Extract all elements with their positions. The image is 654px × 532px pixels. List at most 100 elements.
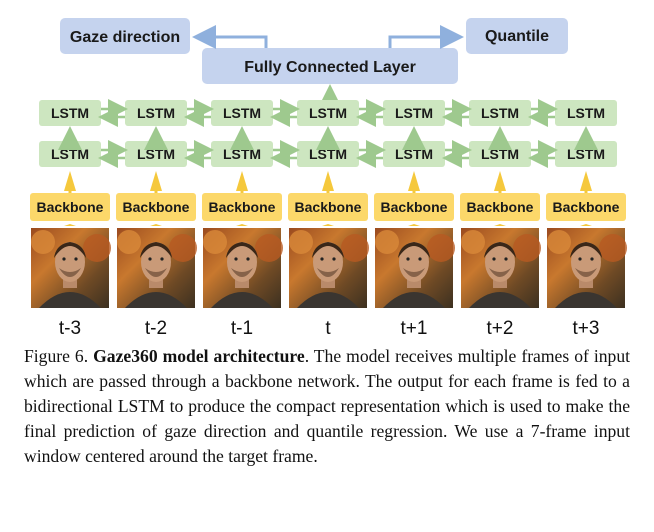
- frame-eye: [332, 257, 336, 261]
- frame-time-label: t+3: [573, 318, 600, 339]
- frame-hair: [484, 242, 516, 258]
- frame-beard: [145, 268, 167, 277]
- frame-foliage: [461, 230, 485, 254]
- backbone-label: Backbone: [295, 199, 362, 215]
- lstm-box: [469, 141, 531, 167]
- frame-eye: [320, 257, 324, 261]
- frame-foliage: [289, 230, 313, 254]
- frame-beard: [489, 268, 511, 277]
- frame-eye: [504, 257, 508, 261]
- lstm-label: LSTM: [309, 146, 347, 162]
- lstm-box: [297, 100, 359, 126]
- lstm-label: LSTM: [567, 146, 605, 162]
- frame-shoulders: [211, 292, 273, 308]
- frame-hair: [140, 242, 172, 258]
- frame-to-backbone-arrow: [322, 224, 334, 226]
- frame-to-backbone-arrow: [150, 224, 162, 226]
- fc-to-quantile-arrow: [388, 25, 464, 49]
- frame-eye: [234, 257, 238, 261]
- backbone-label: Backbone: [553, 199, 620, 215]
- lstm-label: LSTM: [309, 105, 347, 121]
- frame-beard: [575, 268, 597, 277]
- frame-beard: [403, 268, 425, 277]
- quantile-label: Quantile: [485, 28, 549, 45]
- frame-hair: [570, 242, 602, 258]
- fully-connected-layer-label: Fully Connected Layer: [244, 59, 416, 76]
- backbone-box: [546, 193, 626, 221]
- frame-time-label: t: [325, 318, 331, 339]
- frame-time-label: t+1: [401, 318, 428, 339]
- figure-label: Figure 6.: [24, 346, 89, 366]
- frame-foliage: [427, 234, 455, 262]
- lstm-box: [555, 141, 617, 167]
- backbone-box: [116, 193, 196, 221]
- frame-to-backbone-arrow: [64, 224, 76, 226]
- lstm-label: LSTM: [481, 146, 519, 162]
- lstm-label: LSTM: [395, 146, 433, 162]
- frame-eye: [246, 257, 250, 261]
- lstm-label: LSTM: [567, 105, 605, 121]
- backbone-label: Backbone: [467, 199, 534, 215]
- frame-eye: [148, 257, 152, 261]
- caption-body: . The model receives multiple frames of …: [24, 346, 630, 466]
- backbone-label: Backbone: [209, 199, 276, 215]
- frame-shoulders: [125, 292, 187, 308]
- frame-foliage: [255, 234, 283, 262]
- frame-eye: [418, 257, 422, 261]
- frame-hair: [226, 242, 258, 258]
- backbone-box: [202, 193, 282, 221]
- frame-eye: [160, 257, 164, 261]
- lstm-box: [125, 141, 187, 167]
- backbone-box: [374, 193, 454, 221]
- quantile-box: [466, 18, 568, 54]
- frame-beard: [317, 268, 339, 277]
- frame-shoulders: [383, 292, 445, 308]
- frame-eye: [74, 257, 78, 261]
- gaze-direction-box: [60, 18, 190, 54]
- frame-foliage: [341, 234, 369, 262]
- architecture-diagram: Gaze direction Quantile Fully Connected …: [30, 18, 627, 339]
- frame-foliage: [513, 234, 541, 262]
- frame-foliage: [117, 230, 141, 254]
- frame-hair: [312, 242, 344, 258]
- backbone-label: Backbone: [381, 199, 448, 215]
- frame-foliage: [599, 234, 627, 262]
- fully-connected-layer-box: [202, 48, 458, 84]
- frame-shoulders: [555, 292, 617, 308]
- lstm-label: LSTM: [51, 105, 89, 121]
- fc-to-gaze-arrow: [192, 25, 268, 49]
- frame-to-backbone-arrow: [236, 224, 248, 226]
- frame-foliage: [547, 230, 571, 254]
- frame-time-label: t-1: [231, 318, 253, 339]
- lstm-box: [469, 100, 531, 126]
- frame-beard: [59, 268, 81, 277]
- lstm-box: [125, 100, 187, 126]
- gaze-direction-label: Gaze direction: [70, 29, 180, 46]
- frame-to-backbone-arrow: [408, 224, 420, 226]
- frame-eye: [62, 257, 66, 261]
- backbone-label: Backbone: [37, 199, 104, 215]
- frame-shoulders: [39, 292, 101, 308]
- lstm-label: LSTM: [51, 146, 89, 162]
- frame-foliage: [83, 234, 111, 262]
- frame-to-backbone-arrow: [580, 224, 592, 226]
- caption-title: Gaze360 model architecture: [93, 346, 305, 366]
- lstm-box: [383, 141, 445, 167]
- lstm-box: [39, 100, 101, 126]
- backbone-box: [30, 193, 110, 221]
- lstm-box: [383, 100, 445, 126]
- frame-shoulders: [469, 292, 531, 308]
- frame-hair: [54, 242, 86, 258]
- backbone-box: [460, 193, 540, 221]
- frame-hair: [398, 242, 430, 258]
- frame-foliage: [169, 234, 197, 262]
- lstm-label: LSTM: [223, 105, 261, 121]
- lstm-box: [211, 100, 273, 126]
- lstm-label: LSTM: [137, 105, 175, 121]
- frame-eye: [590, 257, 594, 261]
- frame-eye: [492, 257, 496, 261]
- lstm-label: LSTM: [395, 105, 433, 121]
- frame-eye: [578, 257, 582, 261]
- frame-eye: [406, 257, 410, 261]
- backbone-label: Backbone: [123, 199, 190, 215]
